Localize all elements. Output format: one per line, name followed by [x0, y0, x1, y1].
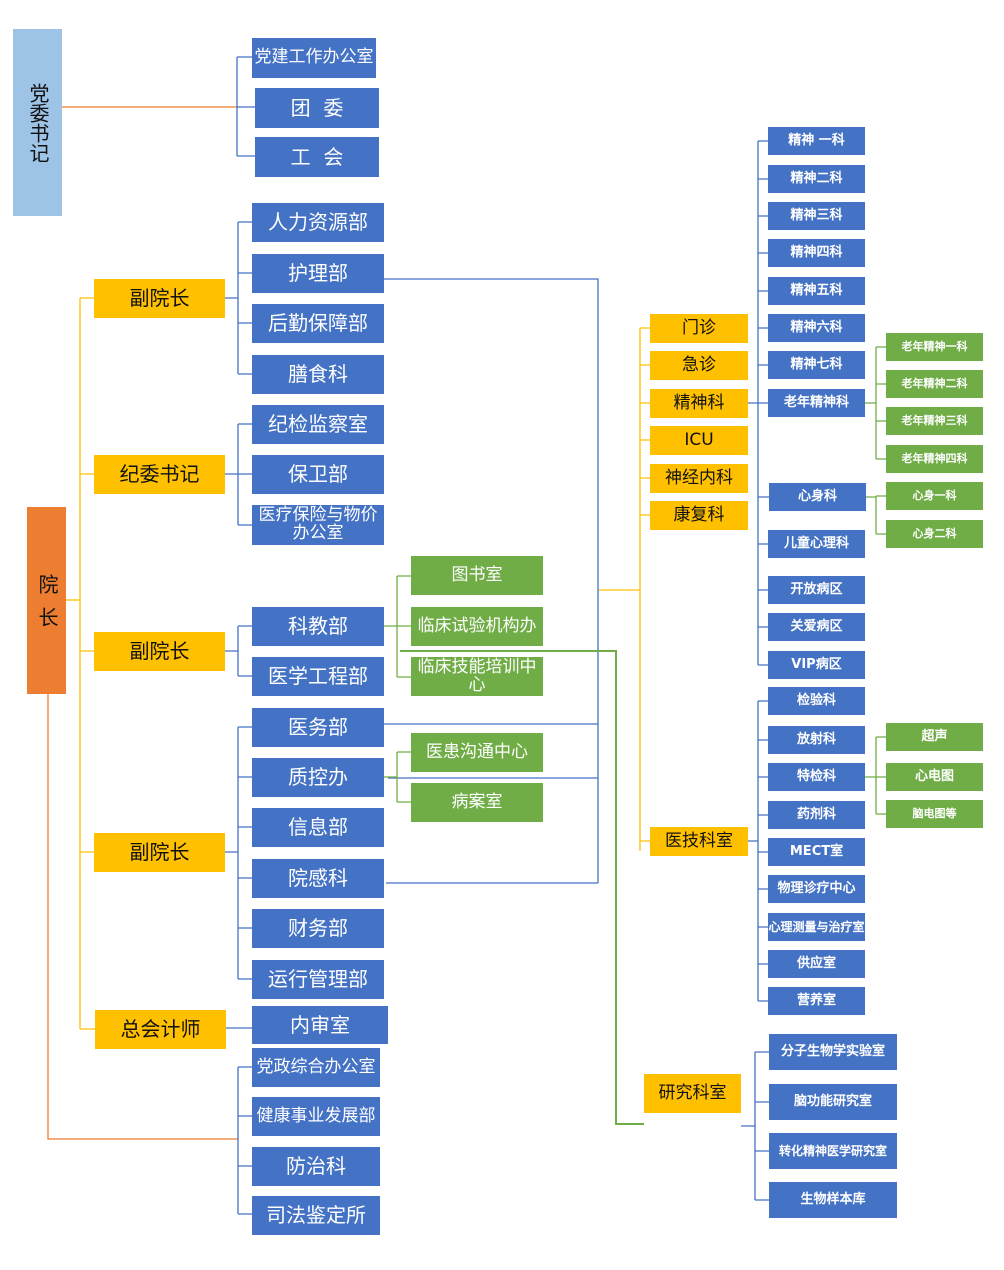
psych-ward-box: 心身科 — [769, 483, 866, 511]
research-lab-box: 脑功能研究室 — [769, 1084, 897, 1120]
department-box: 纪检监察室 — [252, 405, 384, 444]
medtech-unit-box: 营养室 — [768, 987, 865, 1015]
special-exam-box: 心电图 — [886, 763, 983, 791]
president-box: 院 长 — [27, 507, 66, 694]
department-box: 后勤保障部 — [252, 304, 384, 343]
department-box: 医务部 — [252, 708, 384, 747]
psych-ward-box: 儿童心理科 — [768, 530, 865, 558]
clinical-group-box: 神经内科 — [650, 464, 748, 493]
psych-ward-box: 精神二科 — [768, 165, 865, 193]
leader-box: 副院长 — [94, 632, 225, 671]
research-lab-box: 转化精神医学研究室 — [769, 1133, 897, 1169]
psych-ward-box: 老年精神科 — [768, 389, 865, 417]
party-office-box: 工 会 — [255, 137, 379, 177]
geriatric-ward-box: 老年精神四科 — [886, 445, 983, 473]
department-box: 医疗保险与物价办公室 — [252, 505, 384, 545]
department-box: 科教部 — [252, 607, 384, 646]
psych-ward-box: VIP病区 — [768, 651, 865, 679]
special-exam-box: 脑电图等 — [886, 800, 983, 828]
psych-ward-box: 精神五科 — [768, 277, 865, 305]
party-office-box: 党建工作办公室 — [252, 38, 376, 78]
department-box: 医学工程部 — [252, 657, 384, 696]
party-office-box: 团 委 — [255, 88, 379, 128]
psychosomatic-ward-box: 心身二科 — [886, 520, 983, 548]
department-box: 人力资源部 — [252, 203, 384, 242]
geriatric-ward-box: 老年精神一科 — [886, 333, 983, 361]
clinical-group-box: 康复科 — [650, 501, 748, 530]
medtech-unit-box: MECT室 — [768, 838, 865, 866]
psychosomatic-ward-box: 心身一科 — [886, 482, 983, 510]
sub-unit-box: 医患沟通中心 — [411, 733, 543, 772]
sub-unit-box: 病案室 — [411, 783, 543, 822]
research-group-box: 研究科室 — [644, 1074, 741, 1113]
clinical-group-box: ICU — [650, 426, 748, 455]
clinical-group-box: 急诊 — [650, 351, 748, 380]
research-lab-box: 分子生物学实验室 — [769, 1034, 897, 1070]
medtech-unit-box: 检验科 — [768, 687, 865, 715]
geriatric-ward-box: 老年精神二科 — [886, 370, 983, 398]
psych-ward-box: 精神六科 — [768, 314, 865, 342]
clinical-group-box: 门诊 — [650, 314, 748, 343]
department-box: 质控办 — [252, 758, 384, 797]
department-box: 财务部 — [252, 909, 384, 948]
medtech-unit-box: 心理测量与治疗室 — [768, 913, 865, 941]
department-box: 院感科 — [252, 859, 384, 898]
psych-ward-box: 关爱病区 — [768, 613, 865, 641]
department-box: 健康事业发展部 — [252, 1097, 380, 1136]
department-box: 防治科 — [252, 1147, 380, 1186]
sub-unit-box: 临床试验机构办 — [411, 607, 543, 646]
medtech-unit-box: 供应室 — [768, 950, 865, 978]
department-box: 膳食科 — [252, 355, 384, 394]
special-exam-box: 超声 — [886, 723, 983, 751]
geriatric-ward-box: 老年精神三科 — [886, 407, 983, 435]
department-box: 运行管理部 — [252, 960, 384, 999]
department-box: 护理部 — [252, 254, 384, 293]
medtech-unit-box: 放射科 — [768, 726, 865, 754]
sub-unit-box: 临床技能培训中心 — [411, 657, 543, 696]
medtech-group-box: 医技科室 — [650, 827, 748, 856]
party-secretary-box: 党委书记 — [13, 29, 62, 216]
department-box: 党政综合办公室 — [252, 1048, 380, 1087]
psych-ward-box: 精神三科 — [768, 202, 865, 230]
department-box: 司法鉴定所 — [252, 1196, 380, 1235]
department-box: 保卫部 — [252, 455, 384, 494]
leader-box: 总会计师 — [95, 1010, 226, 1049]
department-box: 信息部 — [252, 808, 384, 847]
sub-unit-box: 图书室 — [411, 556, 543, 595]
medtech-unit-box: 物理诊疗中心 — [768, 875, 865, 903]
department-box: 内审室 — [252, 1006, 388, 1044]
psych-ward-box: 精神四科 — [768, 239, 865, 267]
clinical-group-box: 精神科 — [650, 389, 748, 418]
medtech-unit-box: 特检科 — [768, 763, 865, 791]
leader-box: 纪委书记 — [94, 455, 225, 494]
medtech-unit-box: 药剂科 — [768, 801, 865, 829]
psych-ward-box: 精神 一科 — [768, 127, 865, 155]
leader-box: 副院长 — [94, 279, 225, 318]
psych-ward-box: 精神七科 — [768, 351, 865, 379]
leader-box: 副院长 — [94, 833, 225, 872]
research-lab-box: 生物样本库 — [769, 1182, 897, 1218]
psych-ward-box: 开放病区 — [768, 576, 865, 604]
